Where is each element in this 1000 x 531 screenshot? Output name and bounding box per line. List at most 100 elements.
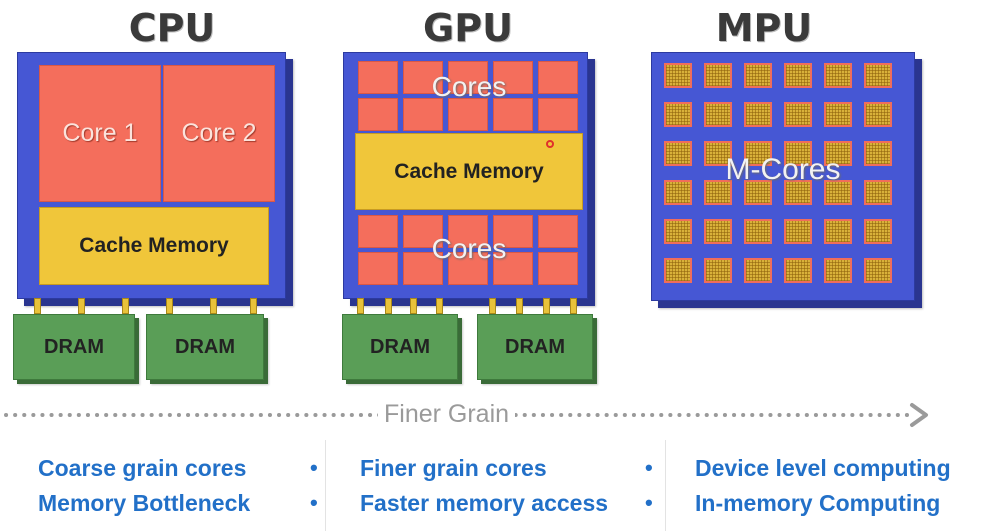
mpu-bullet-2: In-memory Computing — [695, 490, 941, 516]
bullet-separator: • — [645, 490, 653, 515]
mpu-core-cell — [824, 258, 852, 283]
cpu-pin — [166, 298, 173, 314]
mpu-core-cell — [784, 219, 812, 244]
cpu-pin — [34, 298, 41, 314]
cpu-core-1-label: Core 1 — [62, 119, 138, 147]
gpu-cores-bottom-label: Cores — [431, 233, 507, 264]
gpu-pin — [357, 298, 364, 314]
mpu-core-cell — [704, 102, 732, 127]
gpu-cache-memory: Cache Memory — [355, 133, 583, 210]
gpu-pin — [436, 298, 443, 314]
gpu-top-core-grid — [358, 61, 580, 131]
cpu-cache-memory: Cache Memory — [39, 207, 269, 285]
column-divider — [665, 440, 666, 531]
mpu-core-cell — [744, 219, 772, 244]
mpu-core-cell — [744, 180, 772, 205]
gpu-dram-right: DRAM — [477, 314, 593, 380]
gpu-core-cell — [538, 215, 578, 248]
cpu-bullet-1: Coarse grain cores — [38, 455, 247, 481]
bullet-separator: • — [310, 490, 318, 515]
mpu-core-cell — [664, 219, 692, 244]
mpu-core-grid — [664, 63, 904, 291]
mpu-core-cell — [744, 258, 772, 283]
mpu-core-cell — [664, 141, 692, 166]
mpu-core-cell — [704, 180, 732, 205]
mpu-title: MPU — [715, 6, 813, 50]
gpu-chip: Cores Cache Memory Cores — [343, 52, 588, 299]
mpu-chip: M-Cores — [651, 52, 915, 301]
gpu-core-cell — [538, 61, 578, 94]
mpu-core-cell — [824, 102, 852, 127]
gpu-pin — [410, 298, 417, 314]
gpu-core-cell — [493, 61, 533, 94]
gpu-core-cell — [448, 215, 488, 248]
mpu-core-cell — [824, 63, 852, 88]
mpu-core-cell — [784, 180, 812, 205]
gpu-core-cell — [448, 61, 488, 94]
mpu-cores-label: M-Cores — [725, 153, 841, 186]
mpu-core-cell — [784, 258, 812, 283]
gpu-dram-left-label: DRAM — [370, 335, 430, 358]
bullet-separator: • — [645, 455, 653, 480]
cpu-pin — [210, 298, 217, 314]
mpu-core-cell — [704, 258, 732, 283]
gpu-dram-right-label: DRAM — [505, 335, 565, 358]
cpu-dram-left-label: DRAM — [44, 335, 104, 358]
mpu-core-cell — [704, 63, 732, 88]
mpu-core-cell — [824, 219, 852, 244]
mpu-core-cell — [864, 219, 892, 244]
mpu-core-cell — [744, 102, 772, 127]
gpu-cache-label: Cache Memory — [394, 159, 544, 183]
cpu-bullet-2: Memory Bottleneck — [38, 490, 251, 516]
cpu-core-2-label: Core 2 — [181, 119, 257, 147]
cursor-dot — [546, 140, 554, 148]
mpu-core-cell — [864, 258, 892, 283]
cpu-chip: Core 1 Core 2 Cache Memory — [17, 52, 286, 299]
gpu-core-cell — [403, 61, 443, 94]
gpu-cores-top-label: Cores — [431, 71, 507, 102]
mpu-core-cell — [704, 141, 732, 166]
cpu-core-1: Core 1 — [39, 65, 161, 202]
cpu-core-2: Core 2 — [163, 65, 275, 202]
gpu-core-cell — [448, 252, 488, 285]
cpu-cache-label: Cache Memory — [79, 234, 229, 257]
finer-grain-label: Finer Grain — [378, 400, 516, 429]
mpu-core-cell — [704, 219, 732, 244]
gpu-pin — [489, 298, 496, 314]
mpu-core-cell — [784, 102, 812, 127]
gpu-bullet-2: Faster memory access — [360, 490, 609, 516]
cpu-pin — [78, 298, 85, 314]
gpu-pin — [570, 298, 577, 314]
mpu-core-cell — [744, 63, 772, 88]
gpu-core-cell — [493, 252, 533, 285]
gpu-core-cell — [493, 215, 533, 248]
gpu-core-cell — [358, 215, 398, 248]
gpu-pin — [516, 298, 523, 314]
gpu-core-cell — [403, 215, 443, 248]
gpu-core-cell — [358, 61, 398, 94]
gpu-dram-left: DRAM — [342, 314, 458, 380]
mpu-core-cell — [784, 63, 812, 88]
mpu-core-cell — [784, 141, 812, 166]
gpu-core-cell — [403, 252, 443, 285]
mpu-core-cell — [664, 102, 692, 127]
mpu-core-cell — [864, 63, 892, 88]
gpu-pin — [385, 298, 392, 314]
gpu-core-cell — [403, 98, 443, 131]
gpu-core-cell — [358, 98, 398, 131]
gpu-bottom-core-grid — [358, 215, 580, 287]
cpu-pin — [250, 298, 257, 314]
gpu-core-cell — [493, 98, 533, 131]
gpu-bullet-1: Finer grain cores — [360, 455, 547, 481]
column-divider — [325, 440, 326, 531]
mpu-core-cell — [664, 258, 692, 283]
gpu-title: GPU — [423, 6, 513, 50]
mpu-core-cell — [864, 102, 892, 127]
gpu-pin — [543, 298, 550, 314]
cpu-dram-left: DRAM — [13, 314, 135, 380]
cpu-title: CPU — [128, 6, 216, 50]
mpu-core-cell — [664, 180, 692, 205]
mpu-core-cell — [864, 180, 892, 205]
gpu-core-cell — [358, 252, 398, 285]
bullet-separator: • — [310, 455, 318, 480]
